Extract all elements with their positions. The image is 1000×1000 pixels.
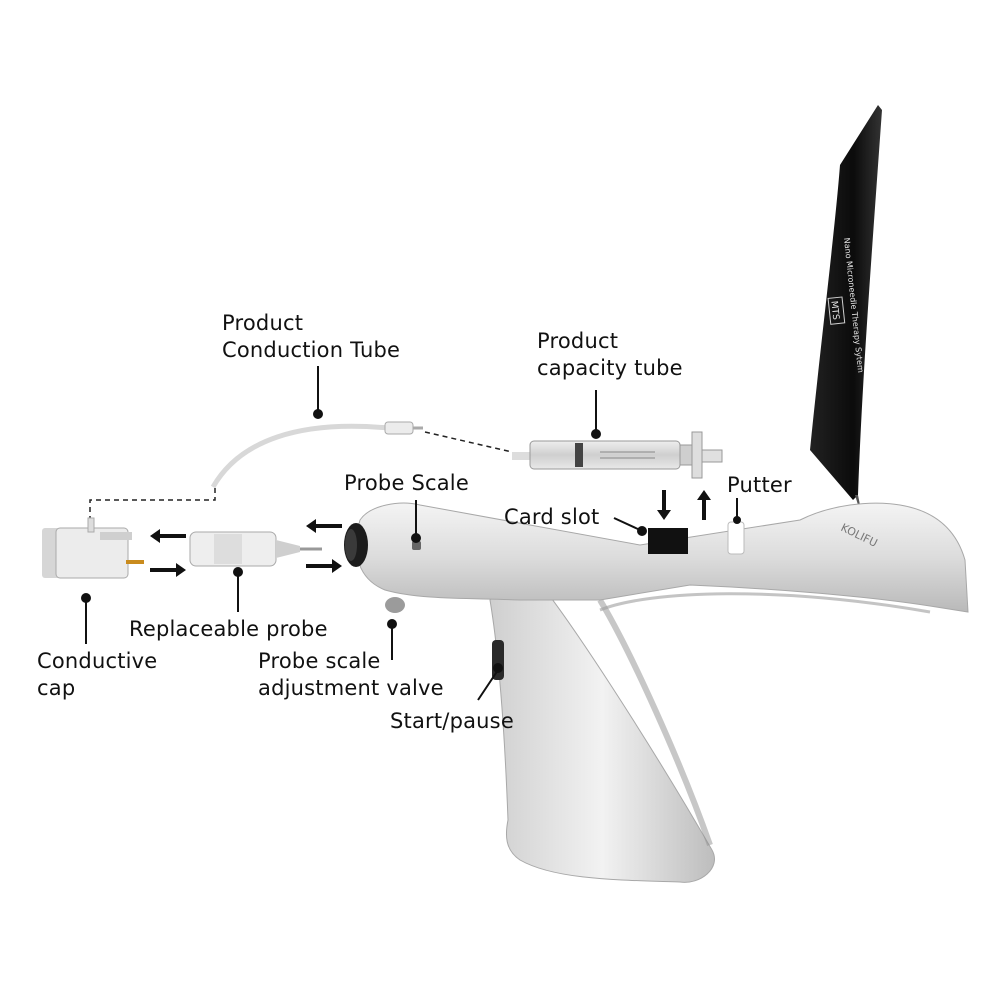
label-line: Conductive [37, 649, 158, 673]
card-mts-box [827, 296, 846, 325]
arrow-right-icon [306, 559, 342, 573]
label-line: adjustment valve [258, 676, 444, 700]
label-probe-scale: Probe Scale [344, 471, 469, 495]
conductive-cap-part [42, 517, 144, 579]
product-conduction-tube [89, 421, 513, 520]
gun-body: KOLIFU [344, 502, 969, 883]
label-line: Conduction Tube [222, 338, 401, 362]
putter [727, 521, 745, 555]
arrow-left-icon [150, 529, 186, 543]
label-line: Product [222, 311, 304, 335]
label-line: cap [37, 676, 76, 700]
arrow-up-icon [697, 490, 711, 520]
card-slot [648, 528, 688, 554]
therapy-card: Nano Microneedle Therapy Sytem MTS [810, 105, 882, 505]
product-capacity-syringe [512, 431, 723, 479]
leader-lines [81, 366, 741, 701]
label-start-pause: Start/pause [390, 709, 514, 733]
label-conductive-cap: Conductive cap [37, 648, 157, 702]
label-replaceable-probe: Replaceable probe [129, 617, 328, 641]
arrow-down-icon [657, 490, 671, 520]
replaceable-probe-part [189, 531, 322, 567]
label-probe-scale-adjustment-valve: Probe scale adjustment valve [258, 648, 444, 702]
card-text-mts: MTS [828, 300, 840, 320]
label-card-slot: Card slot [504, 505, 600, 529]
start-pause-button [492, 640, 504, 680]
adjustment-valve [385, 597, 405, 613]
label-line: Product [537, 329, 619, 353]
label-line: capacity tube [537, 356, 683, 380]
label-product-conduction-tube: Product Conduction Tube [222, 310, 400, 364]
arrow-left-icon [306, 519, 342, 533]
label-line: Probe scale [258, 649, 381, 673]
label-putter: Putter [727, 473, 792, 497]
arrow-right-icon [150, 563, 186, 577]
assembly-arrows [150, 490, 711, 577]
label-product-capacity-tube: Product capacity tube [537, 328, 683, 382]
probe-scale-window [412, 541, 421, 550]
